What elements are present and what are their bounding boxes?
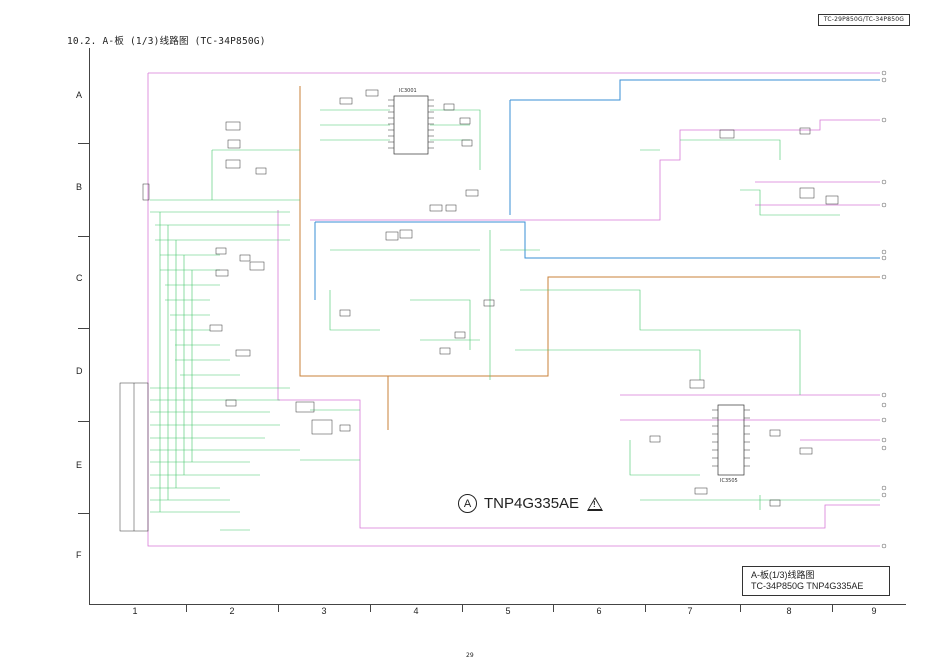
board-letter-circle: A (458, 494, 477, 513)
col-label-4: 4 (413, 606, 419, 616)
ic3505-label: IC3505 (720, 478, 738, 484)
caption-line-2: TC-34P850G TNP4G335AE (751, 581, 864, 591)
row-label-c: C (76, 273, 83, 283)
frame-wires (147, 72, 880, 547)
col-divider (370, 604, 371, 612)
model-tag: TC-29P850G/TC-34P850G (818, 14, 910, 26)
col-divider (186, 604, 187, 612)
warning-icon: ! (587, 496, 604, 511)
row-divider (78, 143, 89, 144)
col-label-1: 1 (132, 606, 138, 616)
col-divider (278, 604, 279, 612)
component-clusters (209, 89, 839, 507)
row-label-a: A (76, 90, 83, 100)
row-divider (78, 513, 89, 514)
col-label-7: 7 (687, 606, 693, 616)
col-divider (832, 604, 833, 612)
board-code: TNP4G335AE (484, 495, 580, 512)
col-label-8: 8 (786, 606, 792, 616)
col-divider (462, 604, 463, 612)
ic3001-body (388, 95, 434, 155)
ic3001-label: IC3001 (399, 88, 417, 94)
edge-terminals (881, 70, 887, 549)
blue-bus (314, 79, 880, 300)
ic3505-body (712, 404, 750, 476)
drawing-frame (89, 48, 906, 605)
row-divider (78, 236, 89, 237)
signal-wires (150, 109, 880, 531)
col-label-5: 5 (505, 606, 511, 616)
caption-box: A-板(1/3)线路图 TC-34P850G TNP4G335AE (742, 566, 890, 596)
row-label-b: B (76, 182, 83, 192)
col-divider (740, 604, 741, 612)
section-title: 10.2. A-板 (1/3)线路图 (TC-34P850G) (67, 36, 266, 47)
row-label-f: F (76, 550, 82, 560)
col-label-2: 2 (229, 606, 235, 616)
col-label-3: 3 (321, 606, 327, 616)
row-divider (78, 328, 89, 329)
col-label-9: 9 (871, 606, 877, 616)
col-label-6: 6 (596, 606, 602, 616)
row-divider (78, 421, 89, 422)
orange-bus (299, 86, 880, 430)
page-number: 29 (466, 652, 474, 659)
row-label-e: E (76, 460, 83, 470)
caption-line-1: A-板(1/3)线路图 (751, 570, 815, 580)
left-connector (119, 183, 150, 532)
col-divider (645, 604, 646, 612)
row-label-d: D (76, 366, 83, 376)
board-marking: A TNP4G335AE ! (458, 494, 604, 513)
col-divider (553, 604, 554, 612)
